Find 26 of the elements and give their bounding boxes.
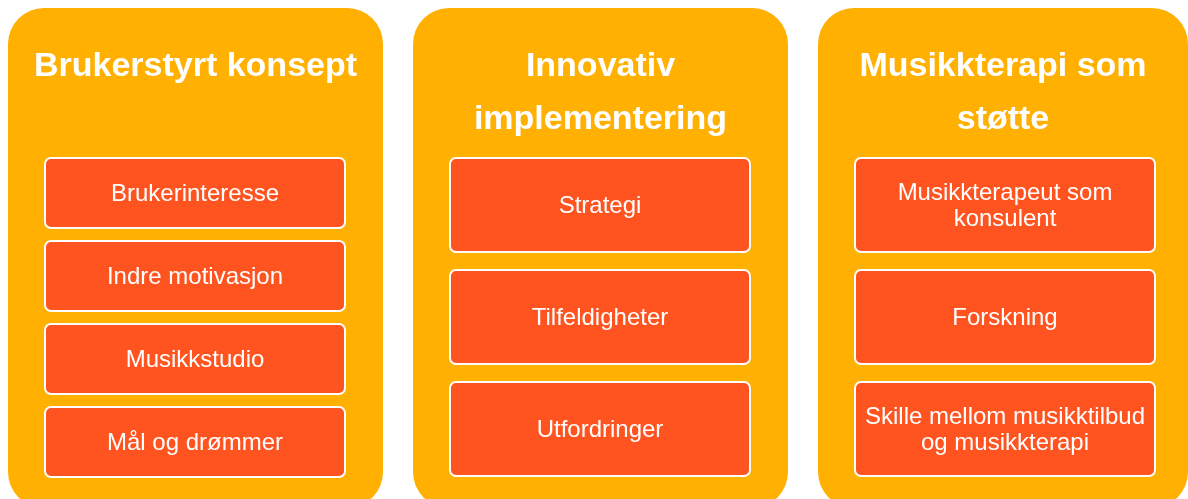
item-box (449, 269, 751, 365)
item-label: Indre motivasjon (105, 263, 285, 289)
item-label: Mål og drømmer (106, 429, 284, 455)
panel-title: Brukerstyrt konsept (32, 44, 359, 85)
item-box (44, 406, 346, 478)
item-box (44, 240, 346, 312)
item-box (854, 157, 1156, 253)
item-box (854, 381, 1156, 477)
category-panel (818, 8, 1188, 499)
category-panel (413, 8, 788, 499)
panel-title: Musikkterapi som støtte (858, 44, 1148, 138)
item-label: Musikkterapeut som konsulent (896, 179, 1114, 231)
item-box (449, 157, 751, 253)
item-label: Brukerinteresse (109, 180, 281, 206)
item-label: Skille mellom musikktilbud og musikkterapi (863, 403, 1147, 455)
item-label: Musikkstudio (124, 346, 266, 372)
panel-title: Innovativ implementering (472, 44, 729, 138)
item-label: Tilfeldigheter (530, 304, 670, 330)
item-label: Forskning (951, 304, 1059, 330)
item-box (44, 323, 346, 395)
category-panel (8, 8, 383, 499)
item-label: Strategi (557, 192, 643, 218)
item-label: Utfordringer (535, 416, 665, 442)
item-box (449, 381, 751, 477)
item-box (44, 157, 346, 229)
item-box (854, 269, 1156, 365)
